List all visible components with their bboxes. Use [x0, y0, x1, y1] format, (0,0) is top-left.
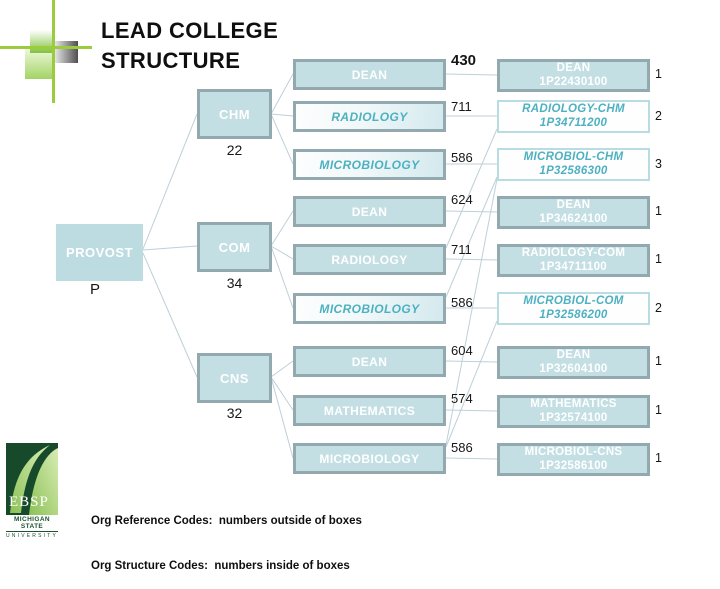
- org-count: 1: [655, 204, 662, 218]
- org-unit-box: DEAN: [293, 346, 446, 377]
- ebsp-logo-text: EBSP: [9, 494, 49, 510]
- decoration-square-lime: [25, 49, 54, 79]
- ebsp-logo: EBSP MICHIGAN STATE UNIVERSITY: [6, 443, 60, 539]
- org-structure-box: DEAN 1P34624100: [497, 196, 650, 229]
- org-structure-code: 1P34711100: [540, 260, 607, 273]
- slide-title: LEAD COLLEGE STRUCTURE: [101, 16, 278, 76]
- footnote-line1: Org Reference Codes: numbers outside of …: [91, 515, 362, 527]
- org-structure-code: 1P34711200: [539, 116, 608, 129]
- org-structure-label: RADIOLOGY-CHM: [522, 103, 625, 115]
- connector-lines: [142, 73, 498, 460]
- org-structure-box: MICROBIOL-CHM 1P32586300: [497, 148, 650, 181]
- org-structure-box: RADIOLOGY-COM 1P34711100: [497, 244, 650, 277]
- org-box-college-com: COM: [197, 222, 272, 272]
- org-ref-code: 711: [451, 242, 472, 257]
- org-ref-code: 604: [451, 343, 473, 358]
- org-ref-code: 586: [451, 295, 473, 310]
- structure-code-chm: 22: [226, 142, 243, 158]
- org-ref-code: 574: [451, 391, 473, 406]
- org-count: 2: [655, 301, 662, 315]
- org-structure-label: MICROBIOL-CHM: [523, 151, 624, 163]
- org-structure-box: MATHEMATICS 1P32574100: [497, 395, 650, 428]
- org-box-college-cns: CNS: [197, 353, 272, 403]
- org-unit-box: MICROBIOLOGY: [293, 293, 446, 324]
- org-unit-box: MICROBIOLOGY: [293, 443, 446, 474]
- org-count: 3: [655, 157, 662, 171]
- org-unit-box: RADIOLOGY: [293, 244, 446, 275]
- org-unit-box: MATHEMATICS: [293, 395, 446, 426]
- org-structure-label: DEAN: [556, 62, 591, 74]
- org-count: 1: [655, 403, 662, 417]
- org-structure-code: 1P34624100: [539, 212, 608, 225]
- org-ref-code: 624: [451, 192, 473, 207]
- org-structure-code: 1P32586100: [539, 459, 608, 472]
- org-count: 1: [655, 451, 662, 465]
- org-structure-code: 1P32586200: [539, 308, 608, 321]
- org-count: 2: [655, 109, 662, 123]
- structure-code-provost: P: [89, 281, 100, 298]
- org-unit-box: DEAN: [293, 59, 446, 90]
- slide-title-line2: STRUCTURE: [101, 48, 241, 73]
- org-unit-box: DEAN: [293, 196, 446, 227]
- org-structure-box: MICROBIOL-CNS 1P32586100: [497, 443, 650, 476]
- org-count: 1: [655, 354, 662, 368]
- org-structure-box: DEAN 1P32604100: [497, 346, 650, 379]
- org-unit-box: RADIOLOGY: [293, 101, 446, 132]
- org-count: 1: [655, 252, 662, 266]
- org-ref-code: 711: [451, 99, 472, 114]
- slide-title-line1: LEAD COLLEGE: [101, 18, 279, 43]
- ebsp-logo-mark: EBSP: [6, 443, 58, 515]
- org-structure-code: 1P32604100: [539, 362, 608, 375]
- org-ref-code: 586: [451, 150, 473, 165]
- org-structure-label: DEAN: [556, 199, 591, 211]
- org-structure-label: DEAN: [556, 349, 591, 361]
- org-structure-code: 1P22430100: [539, 75, 608, 88]
- org-box-college-chm: CHM: [197, 89, 272, 139]
- decoration-horizontal-line: [0, 46, 92, 49]
- footnote: Org Reference Codes: numbers outside of …: [91, 484, 362, 589]
- org-structure-box: MICROBIOL-COM 1P32586200: [497, 292, 650, 325]
- org-structure-label: RADIOLOGY-COM: [521, 247, 626, 259]
- org-structure-code: 1P32574100: [539, 411, 608, 424]
- decoration-square-green: [30, 30, 53, 53]
- logo-university-line1: MICHIGAN STATE: [6, 515, 58, 532]
- decoration-square-gray: [53, 41, 78, 63]
- org-structure-code: 1P32586300: [539, 164, 608, 177]
- org-structure-box: DEAN 1P22430100: [497, 59, 650, 92]
- logo-university-line2: UNIVERSITY: [6, 533, 59, 539]
- decoration-vertical-line: [52, 0, 55, 103]
- org-structure-box: RADIOLOGY-CHM 1P34711200: [497, 100, 650, 133]
- footnote-line2: Org Structure Codes: numbers inside of b…: [91, 560, 350, 572]
- org-box-provost: PROVOST: [56, 224, 143, 281]
- org-ref-code: 430: [451, 52, 477, 69]
- structure-code-com: 34: [226, 275, 243, 291]
- org-count: 1: [655, 67, 662, 81]
- org-structure-label: MICROBIOL-COM: [523, 295, 624, 307]
- org-ref-code: 586: [451, 440, 473, 455]
- org-structure-label: MICROBIOL-CNS: [524, 446, 623, 458]
- structure-code-cns: 32: [226, 405, 243, 421]
- org-unit-box: MICROBIOLOGY: [293, 149, 446, 180]
- org-structure-label: MATHEMATICS: [530, 398, 617, 410]
